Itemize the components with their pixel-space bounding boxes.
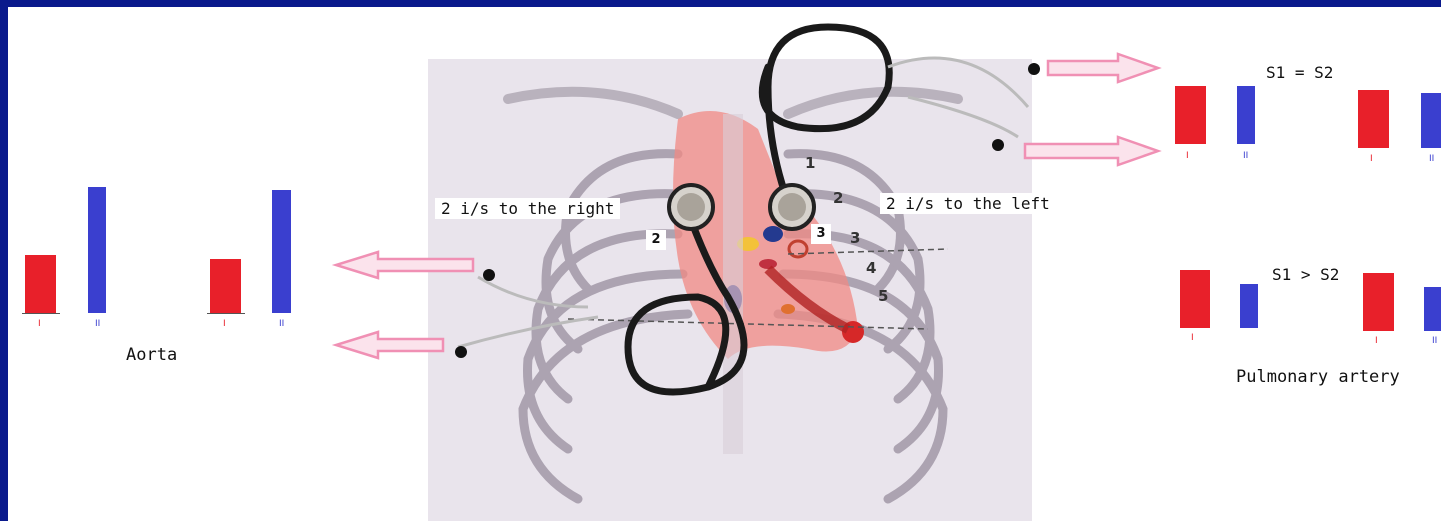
slide-top-border	[0, 0, 1441, 7]
pulm-eq-tick-i-1: I	[1186, 151, 1189, 161]
arrow-to-aorta-top	[336, 252, 473, 278]
pulm-gt-s1-bar-2	[1363, 273, 1394, 331]
s1-greater-s2-label: S1 > S2	[1272, 265, 1339, 284]
aorta-tick-i-2: I	[223, 319, 226, 329]
aorta-s2-bar-1	[88, 187, 106, 313]
aorta-s1-bar-2	[210, 259, 241, 313]
aorta-tick-ii-1: II	[95, 319, 100, 329]
right-site-label: 2 i/s to the right	[435, 198, 620, 219]
aorta-s2-bar-2	[272, 190, 291, 313]
arrow-to-pulmonary-bottom	[1025, 137, 1158, 165]
pulm-eq-tick-ii-1: II	[1243, 151, 1248, 161]
pulm-gt-s2-bar-2	[1424, 287, 1441, 331]
pulm-eq-s2-bar-1	[1237, 86, 1255, 144]
aorta-tick-i-1: I	[38, 319, 41, 329]
s1-equals-s2-label: S1 = S2	[1266, 63, 1333, 82]
pulm-eq-s2-bar-2	[1421, 93, 1441, 148]
aorta-label: Aorta	[126, 345, 177, 365]
pulm-eq-s1-bar-1	[1175, 86, 1206, 144]
pulm-gt-tick-ii-2: II	[1432, 336, 1437, 346]
left-site-label: 2 i/s to the left	[880, 193, 1056, 214]
arrow-to-pulmonary-top	[1048, 54, 1158, 82]
arrow-to-aorta-bottom	[336, 332, 443, 358]
pulm-eq-tick-ii-2: II	[1429, 154, 1434, 164]
pulm-gt-s2-bar-1	[1240, 284, 1258, 328]
pulm-eq-tick-i-2: I	[1370, 154, 1373, 164]
pulmonary-artery-label: Pulmonary artery	[1236, 367, 1400, 387]
site-tag-left: 3	[811, 224, 831, 244]
pulm-eq-s1-bar-2	[1358, 90, 1389, 148]
site-tag-right: 2	[646, 230, 666, 250]
slide-canvas: 1 2 3 4 5	[8, 7, 1441, 521]
pulm-gt-tick-i-1: I	[1191, 333, 1194, 343]
aorta-tick-ii-2: II	[279, 319, 284, 329]
pulm-gt-s1-bar-1	[1180, 270, 1210, 328]
slide-left-border	[0, 0, 8, 521]
pulm-gt-tick-i-2: I	[1375, 336, 1378, 346]
aorta-s1-bar-1	[25, 255, 56, 313]
aorta-baseline-1	[22, 313, 60, 314]
aorta-baseline-2	[207, 313, 245, 314]
